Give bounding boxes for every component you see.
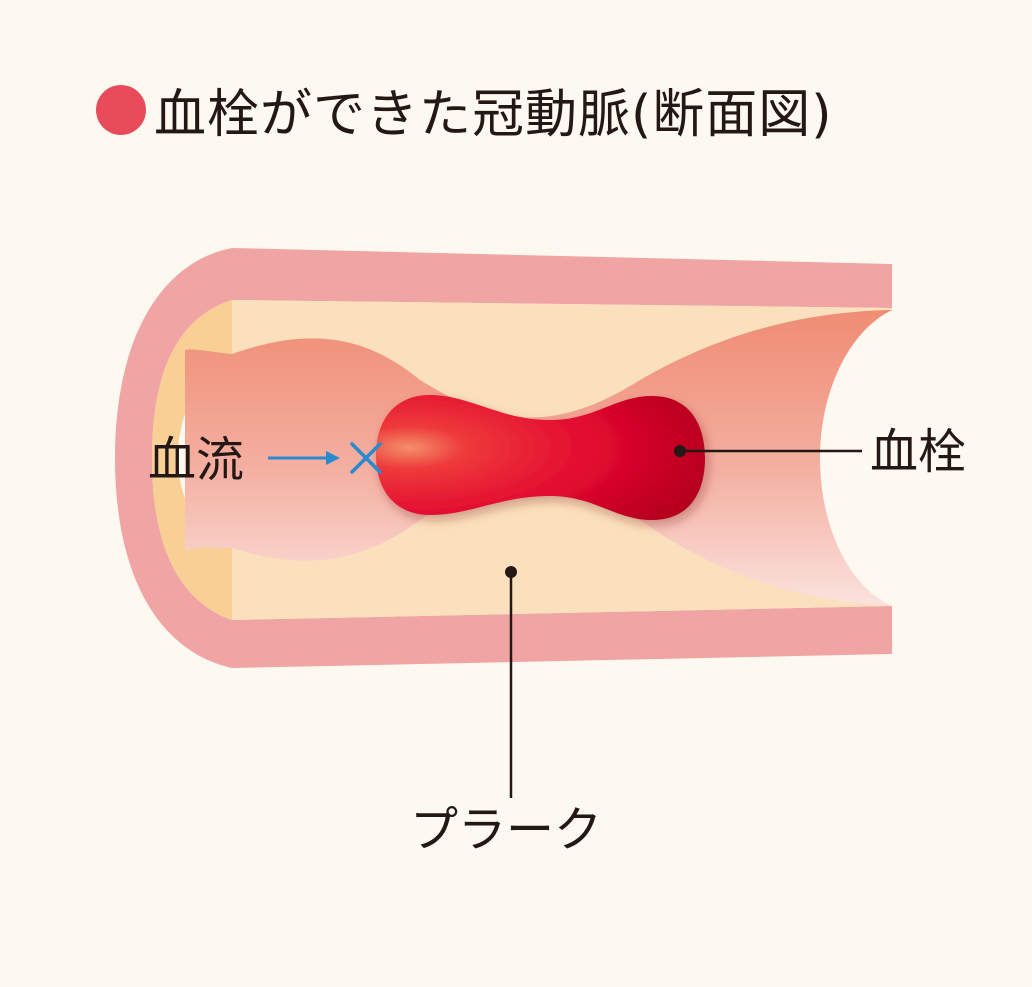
plaque-leader-line [505,566,517,798]
thrombus-label: 血栓 [870,424,967,480]
plaque-label: プラーク [410,802,603,858]
blocked-flow-x-icon [350,442,382,474]
vessel-wall-bottom [232,606,892,668]
thrombus [376,395,705,520]
vessel-wall-top [232,248,892,308]
title-text: 血栓ができた冠動脈(断面図) [154,85,833,145]
diagram-title: 血栓ができた冠動脈(断面図) [96,72,833,147]
title-bullet-icon [96,84,146,135]
blood-flow-label: 血流 [148,432,245,488]
thrombus-leader-line [674,445,862,457]
vessel-opening [820,310,892,606]
vessel-wall-end [115,248,232,668]
flow-arrow-icon [268,451,340,465]
